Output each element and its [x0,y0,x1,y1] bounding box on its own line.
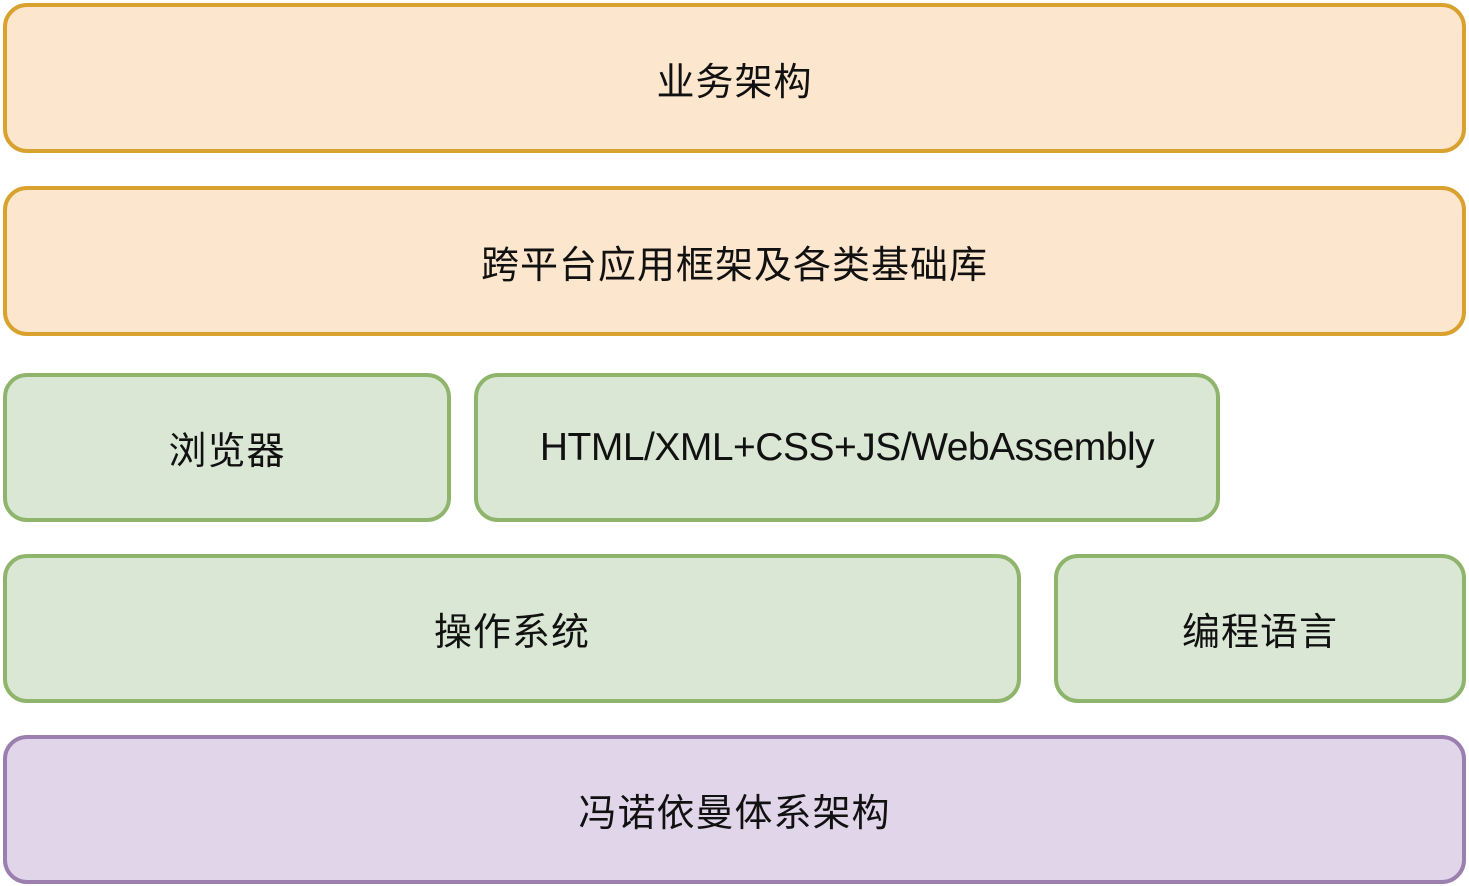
layer-operating-system: 操作系统 [3,554,1021,703]
layer-label: 冯诺依曼体系架构 [578,791,891,835]
layer-label: 编程语言 [1181,610,1338,654]
layer-label: HTML/XML+CSS+JS/WebAssembly [539,425,1155,469]
layer-cross-platform-framework: 跨平台应用框架及各类基础库 [3,186,1466,336]
layer-label: 业务架构 [656,59,813,104]
layer-browser: 浏览器 [3,373,451,522]
layer-business-architecture: 业务架构 [3,3,1466,153]
layer-label: 跨平台应用框架及各类基础库 [480,242,988,287]
layer-von-neumann-architecture: 冯诺依曼体系架构 [3,735,1466,884]
layer-label: 操作系统 [433,610,590,654]
layer-web-technologies: HTML/XML+CSS+JS/WebAssembly [474,373,1220,522]
layer-label: 浏览器 [168,429,286,473]
layer-programming-language: 编程语言 [1054,554,1466,703]
